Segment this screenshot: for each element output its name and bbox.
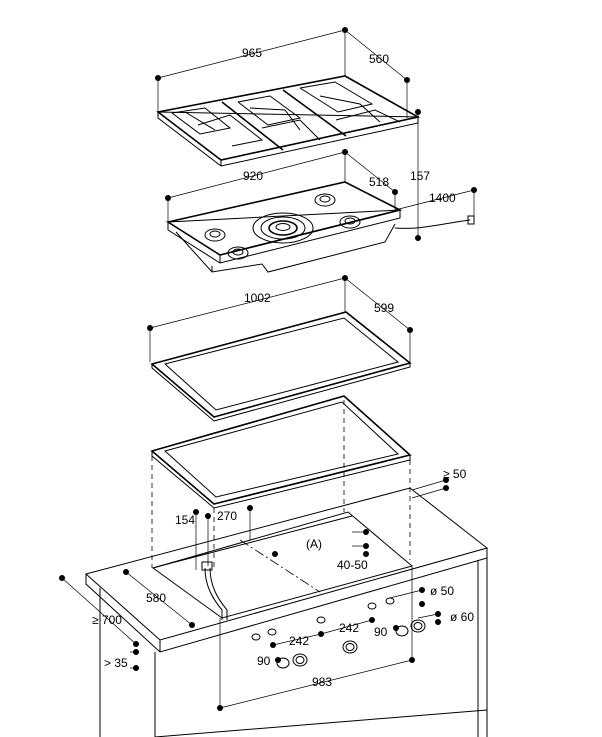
label-920: 920	[243, 169, 263, 183]
mounting-frame-top	[150, 311, 412, 422]
pan-support-grates	[156, 75, 421, 167]
label-242-b: 242	[339, 621, 359, 635]
label-154: 154	[175, 513, 195, 527]
label-270: 270	[217, 509, 237, 523]
label-518: 518	[369, 175, 389, 189]
label-242-a: 242	[289, 634, 309, 648]
label-dia-60: ø 60	[450, 610, 474, 624]
dimension-labels: 965 560 157 920 518 1400 1002 599 ≥ 50 1…	[92, 46, 474, 689]
label-580: 580	[146, 591, 166, 605]
control-knobs	[251, 597, 426, 669]
label-1002: 1002	[244, 291, 271, 305]
label-dia-50: ø 50	[430, 584, 454, 598]
label-965: 965	[242, 46, 262, 60]
label-157: 157	[410, 169, 430, 183]
worktop-dimension-lines	[59, 477, 449, 711]
label-a: (A)	[306, 537, 322, 551]
label-560: 560	[369, 52, 389, 66]
label-35: > 35	[104, 656, 128, 670]
frame-dimension-lines	[147, 275, 413, 362]
label-1400: 1400	[429, 191, 456, 205]
label-clearance-50: ≥ 50	[443, 467, 467, 481]
worktop-cabinet	[84, 487, 489, 737]
label-700: ≥ 700	[92, 613, 122, 627]
label-90-b: 90	[374, 625, 388, 639]
label-40-50: 40-50	[337, 558, 368, 572]
label-599: 599	[374, 301, 394, 315]
mounting-frame-bottom	[150, 395, 412, 509]
hob-dimension-lines	[165, 149, 477, 222]
gas-hob	[165, 181, 475, 273]
label-983: 983	[312, 675, 332, 689]
projection-lines	[151, 400, 411, 570]
label-90-a: 90	[257, 654, 271, 668]
grate-dimension-lines	[155, 27, 421, 241]
